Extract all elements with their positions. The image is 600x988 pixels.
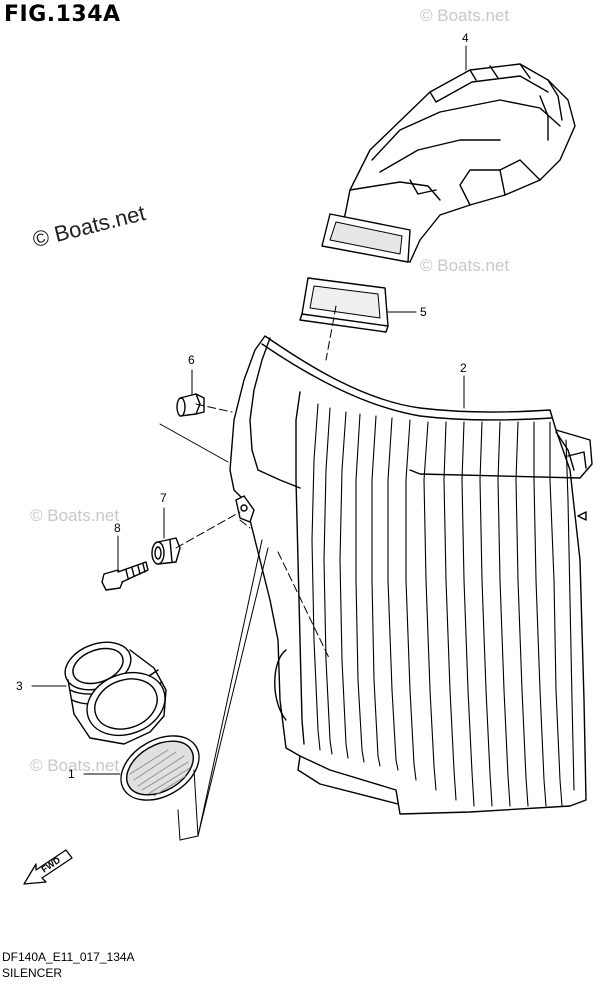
- callout-7: 7: [160, 491, 167, 505]
- part-7-grommet: [151, 537, 181, 565]
- callout-2: 2: [460, 361, 467, 375]
- part-4-intake-duct: [321, 63, 576, 263]
- callout-5: 5: [420, 305, 427, 319]
- part-3-hose: [64, 641, 167, 745]
- callout-3: 3: [16, 679, 23, 693]
- callout-6: 6: [188, 353, 195, 367]
- drawing-code: DF140A_E11_017_134A: [2, 950, 135, 964]
- fwd-arrow: [23, 849, 73, 885]
- leader-lines: [31, 45, 467, 841]
- callout-4: 4: [462, 31, 469, 45]
- part-8-bolt: [101, 561, 149, 591]
- part-5-seal: [299, 277, 389, 333]
- watermark: © Boats.net: [30, 756, 120, 775]
- watermark: © Boats.net: [420, 256, 510, 275]
- figure-caption: SILENCER: [2, 966, 63, 980]
- watermark: © Boats.net: [420, 6, 510, 25]
- figure-title: FIG.134A: [4, 2, 121, 27]
- part-2-silencer: [229, 335, 593, 815]
- part-1-screen: [120, 735, 200, 801]
- part-6-grommet: [176, 393, 205, 417]
- dashed-lines: [175, 305, 337, 661]
- callout-1: 1: [68, 767, 75, 781]
- callout-8: 8: [114, 521, 121, 535]
- watermark: © Boats.net: [30, 506, 120, 525]
